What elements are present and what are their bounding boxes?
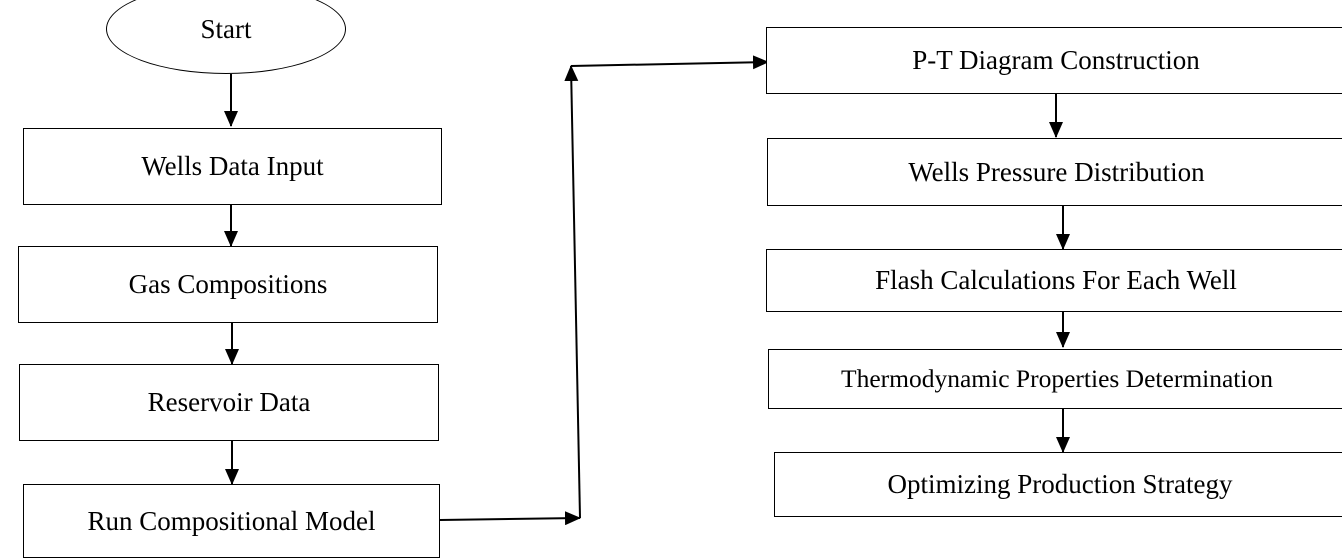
start-node: Start xyxy=(106,0,346,74)
wells-pressure-box: Wells Pressure Distribution xyxy=(767,138,1342,206)
run-compositional-model-box: Run Compositional Model xyxy=(23,484,440,558)
thermodynamic-properties-box: Thermodynamic Properties Determination xyxy=(768,349,1342,409)
pt-diagram-box: P-T Diagram Construction xyxy=(766,27,1342,94)
pt-diagram-label: P-T Diagram Construction xyxy=(912,45,1200,75)
thermodynamic-properties-label: Thermodynamic Properties Determination xyxy=(841,364,1273,393)
gas-compositions-box: Gas Compositions xyxy=(18,246,438,323)
optimizing-production-label: Optimizing Production Strategy xyxy=(887,469,1233,499)
run-compositional-model-label: Run Compositional Model xyxy=(87,505,376,536)
flash-calculations-label: Flash Calculations For Each Well xyxy=(875,265,1237,295)
wells-data-input-label: Wells Data Input xyxy=(141,151,324,181)
flash-calculations-box: Flash Calculations For Each Well xyxy=(766,249,1342,312)
reservoir-data-box: Reservoir Data xyxy=(19,364,439,441)
wells-data-input-box: Wells Data Input xyxy=(23,128,442,205)
start-label: Start xyxy=(200,13,252,44)
optimizing-production-box: Optimizing Production Strategy xyxy=(774,452,1342,517)
arrow-run-to-right xyxy=(439,511,581,526)
arrow-vertical-connector xyxy=(564,65,581,519)
reservoir-data-label: Reservoir Data xyxy=(147,387,311,417)
wells-pressure-label: Wells Pressure Distribution xyxy=(908,156,1205,187)
arrow-to-pt-diagram xyxy=(570,55,769,70)
gas-compositions-label: Gas Compositions xyxy=(128,269,328,299)
